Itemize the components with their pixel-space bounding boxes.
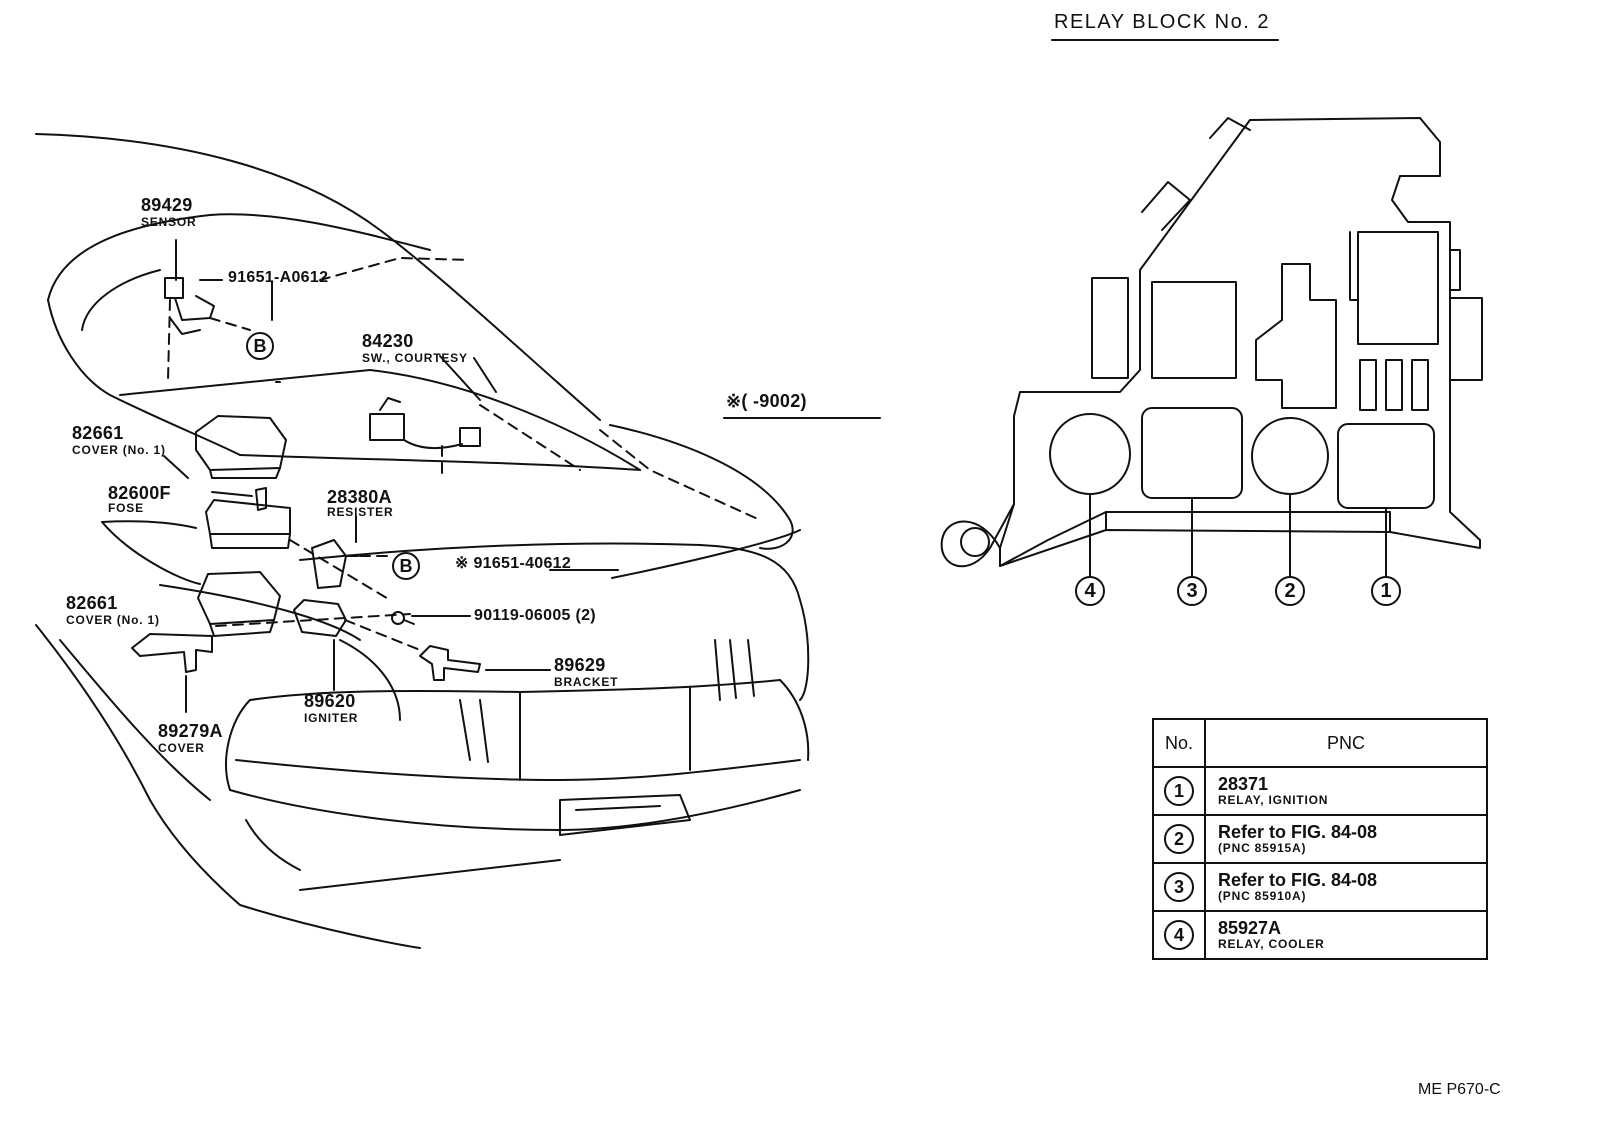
row-sub: RELAY, IGNITION bbox=[1218, 793, 1329, 808]
header-pnc: PNC bbox=[1204, 718, 1488, 768]
table-row: 2 Refer to FIG. 84-08(PNC 85915A) bbox=[1152, 814, 1488, 864]
row-main: Refer to FIG. 84-08 bbox=[1218, 870, 1378, 891]
row-number: 2 bbox=[1164, 824, 1194, 854]
header-no: No. bbox=[1152, 718, 1206, 768]
callout-part-name: SENSOR bbox=[141, 215, 197, 229]
courtesy-switch-drawing bbox=[369, 397, 481, 450]
callout-part-name: FOSE bbox=[108, 501, 144, 515]
cover-lower-drawing bbox=[197, 571, 281, 637]
relay-position-marker: 3 bbox=[1177, 576, 1207, 606]
row-sub: (PNC 85915A) bbox=[1218, 841, 1307, 856]
callout-part-name: COVER (No. 1) bbox=[66, 613, 160, 627]
footnote-range: ※( -9002) bbox=[726, 391, 807, 411]
table-row: 3 Refer to FIG. 84-08(PNC 85910A) bbox=[1152, 862, 1488, 912]
pnc-table-header: No. PNC bbox=[1152, 718, 1488, 768]
row-main: 28371 bbox=[1218, 774, 1269, 795]
callout-part-no: 89429 bbox=[141, 195, 193, 215]
callout-part-no: 82600F bbox=[108, 483, 171, 503]
callout-part-name: IGNITER bbox=[304, 711, 359, 725]
relay-position-marker: 1 bbox=[1371, 576, 1401, 606]
bracket-drawing bbox=[419, 645, 481, 681]
dashed-leaders bbox=[167, 257, 761, 651]
b-marker: B bbox=[246, 332, 274, 360]
callout-part-name: BRACKET bbox=[554, 675, 619, 689]
fuse-box-drawing bbox=[205, 499, 291, 549]
car-body-drawing bbox=[35, 133, 810, 949]
callout-part-no: 89279A bbox=[158, 721, 223, 741]
resister-drawing bbox=[311, 539, 359, 589]
cover-upper-drawing bbox=[195, 415, 287, 479]
callout-part-name: RESISTER bbox=[327, 505, 394, 519]
row-sub: RELAY, COOLER bbox=[1218, 937, 1325, 952]
row-number: 4 bbox=[1164, 920, 1194, 950]
relay-position-marker: 4 bbox=[1075, 576, 1105, 606]
relay-block-title: RELAY BLOCK No. 2 bbox=[1054, 11, 1270, 33]
row-main: Refer to FIG. 84-08 bbox=[1218, 822, 1378, 843]
row-main: 85927A bbox=[1218, 918, 1282, 939]
cover-89279a-drawing bbox=[131, 633, 213, 673]
row-number: 1 bbox=[1164, 776, 1194, 806]
callout-part-no: 28380A bbox=[327, 487, 392, 507]
callout-part-no: 89620 bbox=[304, 691, 356, 711]
fuse-drawing bbox=[255, 487, 267, 511]
sensor-part-drawing bbox=[164, 277, 215, 335]
relay-block-drawing bbox=[940, 117, 1483, 589]
solid-leaders bbox=[163, 239, 801, 713]
row-number: 3 bbox=[1164, 872, 1194, 902]
relay-position-marker: 2 bbox=[1275, 576, 1305, 606]
callout-part-no: 82661 bbox=[72, 423, 124, 443]
callout-part-name: COVER bbox=[158, 741, 205, 755]
callout-part-no: 82661 bbox=[66, 593, 118, 613]
screw-drawing bbox=[391, 611, 415, 625]
callout-part-name: SW., COURTESY bbox=[362, 351, 468, 365]
callout-part-name: COVER (No. 1) bbox=[72, 443, 166, 457]
figure-code: ME P670-C bbox=[1418, 1081, 1501, 1098]
callout-part-no: 91651-A0612 bbox=[228, 269, 329, 286]
callout-part-no: ※ 91651-40612 bbox=[455, 555, 572, 572]
b-marker: B bbox=[392, 552, 420, 580]
callout-part-no: 84230 bbox=[362, 331, 414, 351]
callout-part-no: 90119-06005 (2) bbox=[474, 607, 596, 624]
row-sub: (PNC 85910A) bbox=[1218, 889, 1307, 904]
callout-part-no: 89629 bbox=[554, 655, 606, 675]
